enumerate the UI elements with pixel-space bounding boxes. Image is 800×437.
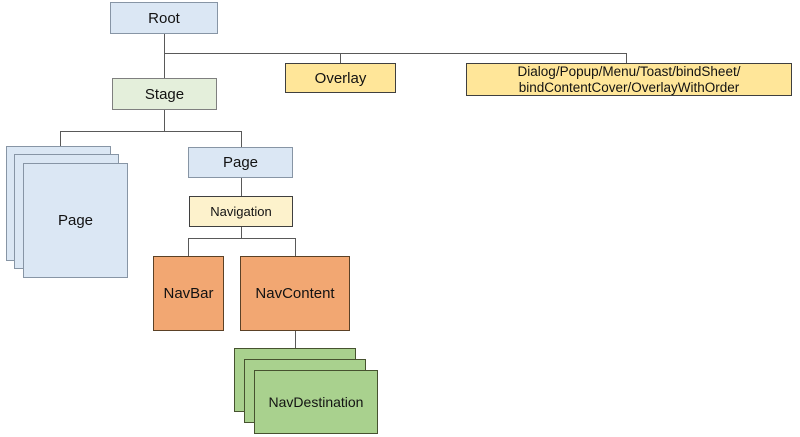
navbar-node: NavBar [153,256,224,331]
connector-line [241,131,242,147]
navcontent-node: NavContent [240,256,350,331]
connector-line [241,178,242,196]
stage-node: Stage [112,78,217,110]
page-stack-label: Page [57,212,94,229]
root-node: Root [110,2,218,34]
connector-line [164,53,627,54]
connector-line [188,238,296,239]
connector-line [164,110,165,131]
navdestination-stack-front: NavDestination [254,370,378,434]
connector-line [60,131,61,146]
overlay-node-label: Overlay [314,69,367,87]
overlay-node: Overlay [285,63,396,93]
root-node-label: Root [148,9,180,27]
page-stack-front: Page [23,163,128,278]
connector-line [188,238,189,256]
dialog-popup-node: Dialog/Popup/Menu/Toast/bindSheet/ bindC… [466,63,792,96]
navdestination-label: NavDestination [268,394,364,410]
stage-node-label: Stage [144,85,185,103]
navbar-node-label: NavBar [163,285,214,302]
connector-line [60,131,242,132]
navcontent-node-label: NavContent [255,285,335,302]
dialog-popup-node-label-line2: bindContentCover/OverlayWithOrder [518,79,740,95]
navigation-node-label: Navigation [210,204,272,219]
connector-line [626,53,627,63]
connector-line [295,238,296,256]
connector-line [295,331,296,348]
page-node-label: Page [222,154,259,171]
dialog-popup-node-label-line1: Dialog/Popup/Menu/Toast/bindSheet/ [517,64,741,79]
page-node: Page [188,147,293,178]
connector-line [340,53,341,63]
navigation-node: Navigation [189,196,293,227]
connector-line [164,34,165,78]
connector-line [241,227,242,238]
